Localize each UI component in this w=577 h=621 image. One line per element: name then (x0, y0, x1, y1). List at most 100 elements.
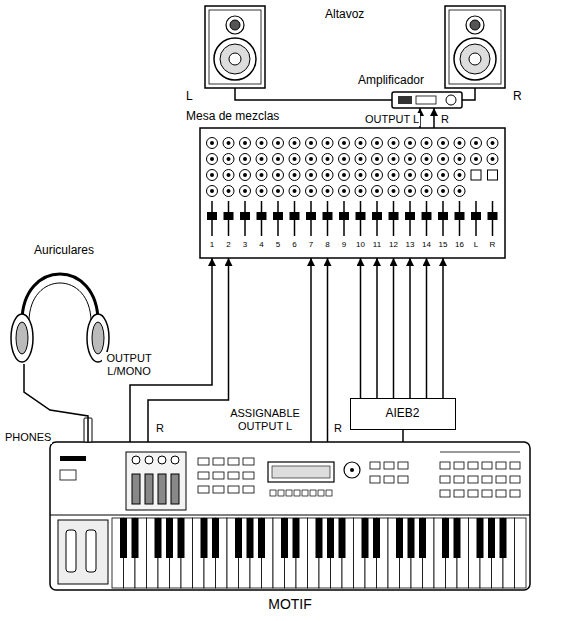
mixer-controls-part (322, 154, 333, 165)
keyboard-controls-part (132, 474, 140, 504)
keyboard-controls-part (440, 462, 450, 469)
mixer-controls-part (256, 186, 267, 197)
mixer-controls-part (207, 154, 218, 165)
keyboard-part (60, 470, 76, 480)
mixer-controls-part (392, 189, 396, 193)
mixer-controls-part (392, 157, 396, 161)
mixer-controls-part (405, 138, 416, 149)
speaker-left-part (205, 6, 265, 88)
keyboard-part (272, 466, 330, 478)
mixer-controls-part (223, 154, 234, 165)
keyboard-controls-part (235, 518, 242, 558)
mixer-controls-part (240, 170, 251, 181)
mixer-controls-part (458, 189, 462, 193)
speaker: R (445, 6, 505, 88)
mixer-controls-part (375, 189, 379, 193)
connector (148, 258, 229, 442)
keyboard-controls-part (302, 490, 308, 496)
mixer-controls-part (425, 189, 429, 193)
keyboard-part (344, 462, 360, 478)
mixer-controls-part (487, 138, 498, 149)
mixer-controls-part (260, 141, 264, 145)
signal-label: OUTPUT L/MONO (102, 352, 156, 377)
mixer-controls-part (256, 138, 267, 149)
mixer-part (200, 128, 505, 258)
mixer-controls-part (273, 154, 284, 165)
mixer-controls-part (227, 157, 231, 161)
mixer-controls-part (273, 170, 284, 181)
mixer-controls-part (223, 170, 234, 181)
keyboard-controls-part (454, 518, 461, 558)
channel-number: 16 (455, 240, 464, 249)
signal-label: R (333, 422, 343, 435)
mixer-controls-part (405, 212, 415, 220)
keyboard-controls-part (294, 490, 300, 496)
mixer-controls-part (355, 170, 366, 181)
mixer-controls-part (458, 141, 462, 145)
mixer-controls-part (454, 154, 465, 165)
mixer-controls-part (276, 189, 280, 193)
interface-box: AIEB2 (350, 398, 456, 430)
keyboard-controls-part (318, 490, 324, 496)
headphones-part (16, 322, 28, 354)
mixer-controls-part (240, 154, 251, 165)
mixer-controls-part (388, 154, 399, 165)
keyboard-controls-part (243, 458, 254, 465)
mixer-controls-part (421, 170, 432, 181)
keyboard-controls-part (408, 518, 415, 558)
mixer-controls-part (372, 154, 383, 165)
mixer-controls-part (309, 173, 313, 177)
keyboard (50, 418, 530, 590)
keyboard-controls-part (339, 518, 346, 558)
keyboard-controls-part (482, 490, 492, 497)
mixer-controls-part (487, 154, 498, 165)
keyboard-controls-part (373, 518, 380, 558)
node-label: Auriculares (34, 244, 94, 258)
keyboard-controls-part (171, 456, 179, 464)
mixer-controls-part (207, 138, 218, 149)
mixer-controls-part (471, 170, 481, 180)
keyboard-part (440, 452, 520, 453)
mixer-controls-part (389, 212, 399, 220)
mixer-controls-part (425, 173, 429, 177)
mixer-controls-part (388, 170, 399, 181)
mixer-controls-part (293, 157, 297, 161)
mixer-controls-part (455, 212, 465, 220)
channel-number: 3 (243, 240, 247, 249)
keyboard-controls-part (326, 490, 332, 496)
headphones-part (29, 283, 91, 322)
channel-number: 1 (210, 240, 214, 249)
channel-number: 7 (309, 240, 313, 249)
keyboard-controls-part (396, 518, 403, 558)
mixer-controls-part (372, 186, 383, 197)
amplifier (392, 92, 462, 108)
keyboard-controls-part (370, 462, 380, 469)
node-label: L (186, 90, 193, 104)
keyboard-controls-part (398, 476, 408, 483)
channel-number: 12 (389, 240, 398, 249)
keyboard-controls-part (370, 476, 380, 483)
mixer-controls-part (223, 138, 234, 149)
mixer-controls-part (210, 157, 214, 161)
node-label: R (513, 90, 522, 104)
mixer-controls-part (293, 189, 297, 193)
mixer-controls-part (441, 173, 445, 177)
channel-number: 6 (292, 240, 296, 249)
mixer-controls-part (342, 189, 346, 193)
mixer-controls-part (276, 141, 280, 145)
keyboard-controls-part (419, 518, 426, 558)
mixer-controls-part (227, 141, 231, 145)
mixer-controls-part (441, 189, 445, 193)
mixer-controls-part (438, 154, 449, 165)
keyboard-controls-part (510, 476, 520, 483)
speaker-right-part (445, 6, 505, 88)
mixer-controls-part (488, 212, 498, 220)
mixer-controls-part (342, 157, 346, 161)
mixer-controls-part (289, 154, 300, 165)
mixer-controls-part (243, 189, 247, 193)
mixer-controls-part (421, 154, 432, 165)
speaker-left (205, 6, 265, 88)
keyboard: MOTIF (50, 442, 530, 590)
mixer-controls-part (408, 157, 412, 161)
